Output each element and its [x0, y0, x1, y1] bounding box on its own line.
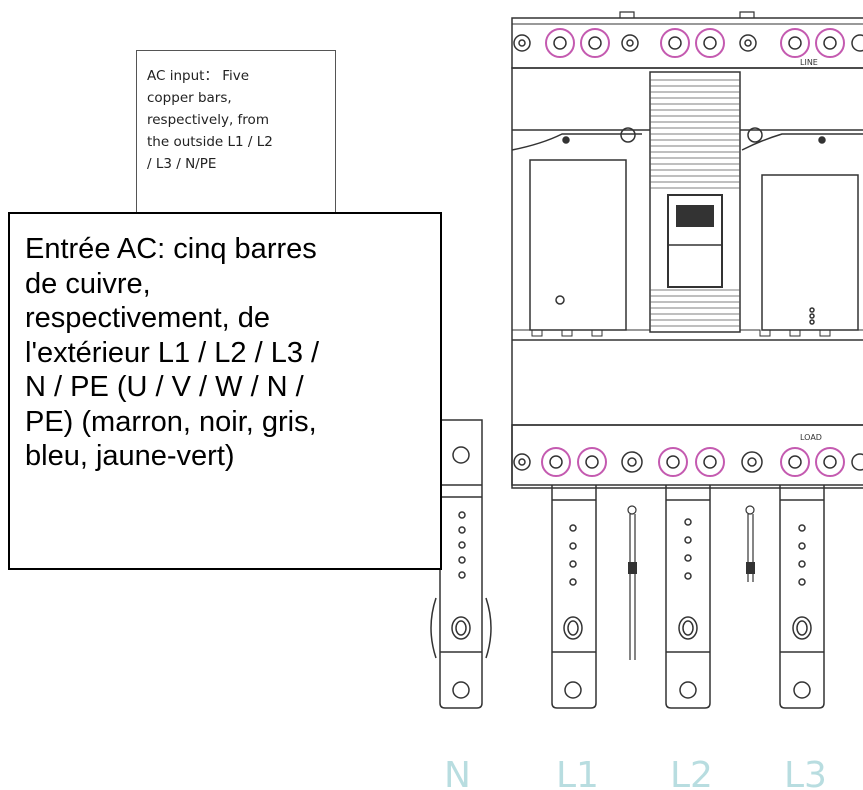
copper-bar-l2	[665, 485, 711, 709]
copper-bar-l1	[551, 485, 597, 709]
caption-line: AC input： Five	[147, 68, 250, 84]
english-caption: AC input： Five copper bars, respectively, …	[136, 50, 336, 236]
bottom-terminals	[513, 447, 863, 477]
caption-line: bleu, jaune-vert)	[25, 440, 235, 472]
line-label: LINE	[800, 58, 818, 67]
caption-line: respectively, from	[147, 112, 269, 128]
load-label: LOAD	[800, 433, 822, 442]
caption-line: / L3 / N/PE	[147, 156, 217, 172]
phase-label-l1: L1	[556, 755, 599, 790]
copper-bar-l3	[779, 485, 825, 709]
phase-label-l3: L3	[784, 755, 827, 790]
caption-line: respectivement, de	[25, 302, 271, 334]
copper-bar-n	[430, 419, 492, 709]
circuit-breaker: LINE	[511, 11, 863, 489]
caption-line: l'extérieur L1 / L2 / L3 /	[25, 336, 320, 369]
operating-handle-channel	[649, 71, 741, 333]
top-terminals	[513, 28, 863, 58]
caption-line: the outside L1 / L2	[147, 134, 273, 150]
caption-line: PE) (marron, noir, gris,	[25, 405, 317, 438]
phase-label-l2: L2	[670, 755, 713, 790]
phase-label-n: N	[444, 755, 471, 790]
caption-line: de cuivre,	[25, 267, 151, 300]
breaker-handle	[667, 194, 723, 288]
phase-separators	[627, 505, 755, 660]
caption-line: Entrée AC: cinq barres	[25, 233, 317, 265]
caption-line: N / PE (U / V / W / N /	[25, 371, 304, 403]
caption-line: copper bars,	[147, 90, 232, 106]
